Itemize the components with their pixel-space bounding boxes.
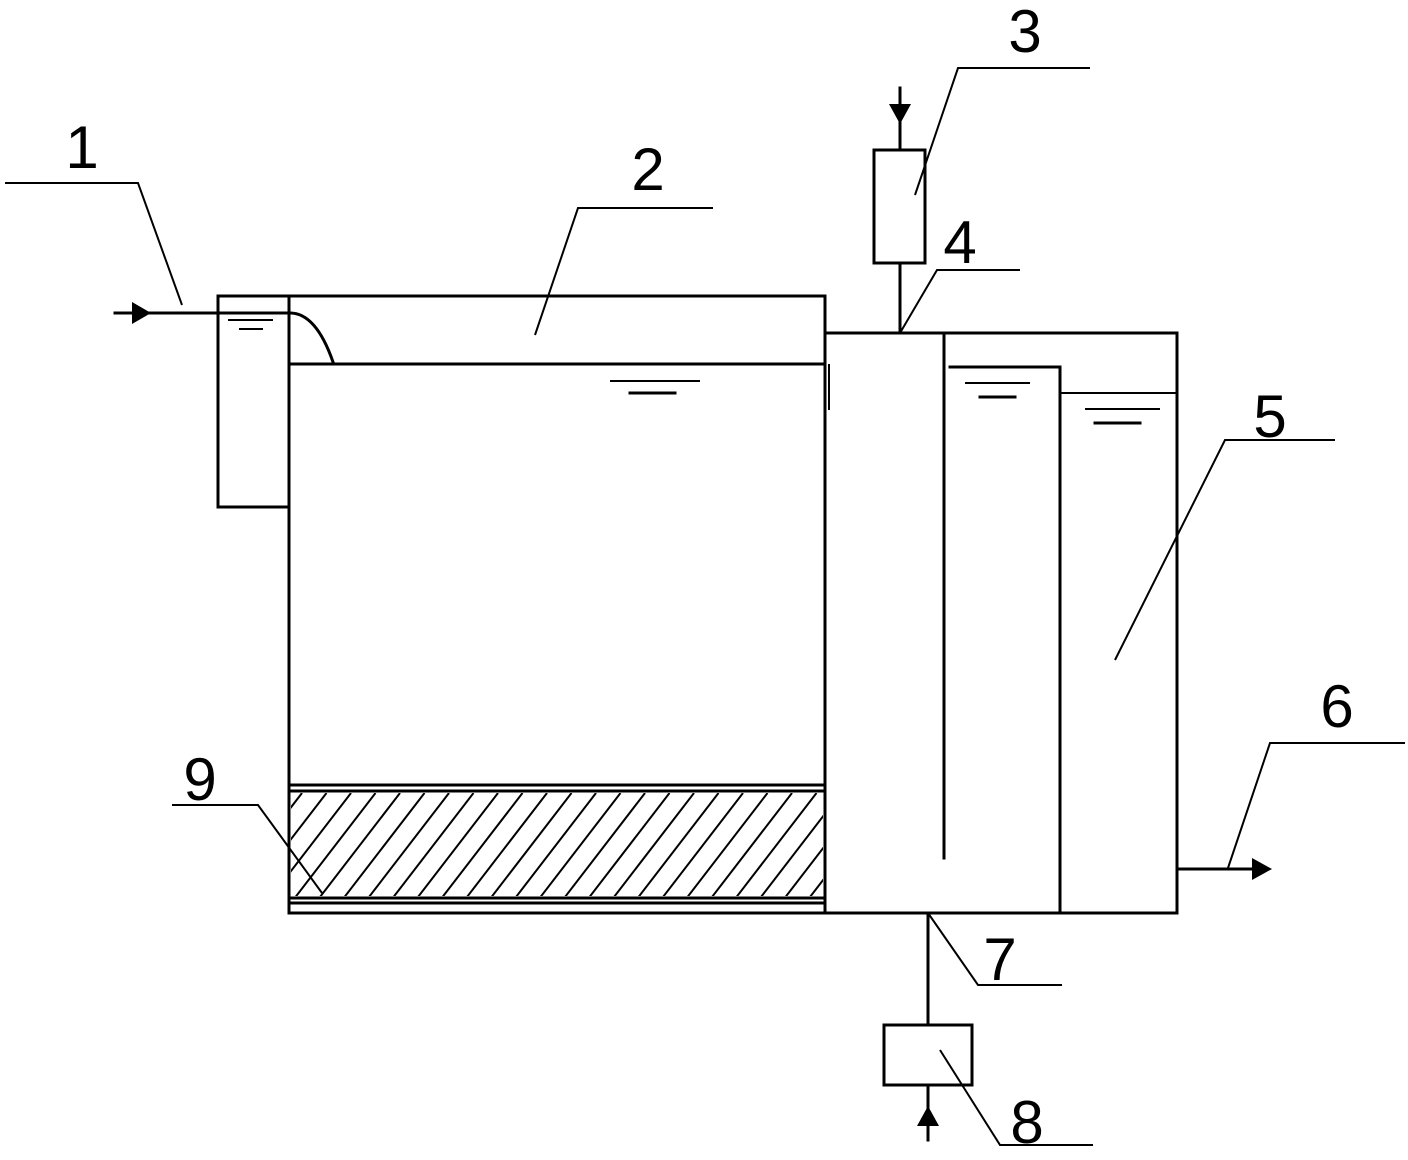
water-level-middle bbox=[948, 365, 1062, 399]
hatch-line bbox=[466, 793, 548, 896]
hatch-line bbox=[662, 793, 744, 896]
hatch-line bbox=[736, 793, 818, 896]
hatch-line bbox=[393, 793, 475, 896]
weir-overflow bbox=[288, 311, 335, 364]
inlet-trough bbox=[216, 294, 291, 509]
hatch-line bbox=[613, 793, 695, 896]
filter-hatching bbox=[291, 793, 823, 896]
hatch-line bbox=[785, 846, 823, 896]
hatch-line bbox=[344, 793, 426, 896]
dosing-box bbox=[872, 148, 927, 265]
callout-3: 3 bbox=[1008, 0, 1041, 65]
hatch-line bbox=[540, 793, 622, 896]
callout-7: 7 bbox=[983, 926, 1016, 993]
callout-labels: 1 2 3 4 5 6 7 8 9 bbox=[65, 0, 1353, 1156]
leader-lines bbox=[5, 67, 1405, 1146]
callout-8: 8 bbox=[1010, 1089, 1043, 1156]
dosing-inlet-arrow-icon bbox=[889, 104, 911, 124]
water-level-inlet bbox=[228, 319, 273, 330]
water-level-main bbox=[610, 380, 700, 395]
hatch-line bbox=[319, 793, 401, 896]
bottom-inlet-arrow-icon bbox=[917, 1106, 939, 1126]
outlet-arrow-icon bbox=[1252, 858, 1272, 880]
hatch-line bbox=[711, 793, 793, 896]
inlet-pipe bbox=[113, 302, 335, 364]
hatch-line bbox=[638, 793, 720, 896]
leader-3 bbox=[914, 67, 1090, 196]
leader-9 bbox=[172, 804, 323, 894]
inlet-arrow-icon bbox=[132, 302, 151, 324]
bottom-unit bbox=[882, 911, 974, 1142]
hatch-line bbox=[442, 793, 524, 896]
callout-9: 9 bbox=[183, 746, 216, 813]
callout-6: 6 bbox=[1320, 673, 1353, 740]
hatch-line bbox=[809, 878, 823, 896]
dosing-unit bbox=[872, 86, 927, 335]
hatch-line bbox=[291, 793, 328, 841]
hatch-line bbox=[291, 793, 352, 873]
hatch-line bbox=[491, 793, 573, 896]
main-tank bbox=[216, 294, 1179, 915]
leader-2 bbox=[534, 207, 713, 336]
hatch-line bbox=[687, 793, 769, 896]
hatch-line bbox=[515, 793, 597, 896]
bottom-box bbox=[882, 1023, 974, 1087]
hatch-line bbox=[589, 793, 671, 896]
hatch-line bbox=[564, 793, 646, 896]
leader-1 bbox=[5, 182, 183, 306]
settling-tank bbox=[823, 331, 1179, 915]
leader-5 bbox=[1114, 439, 1335, 661]
leader-6 bbox=[1227, 742, 1405, 869]
hatch-line bbox=[417, 793, 499, 896]
callout-1: 1 bbox=[65, 114, 98, 181]
water-level-right bbox=[1060, 392, 1177, 425]
filter-layer bbox=[287, 783, 827, 905]
callout-2: 2 bbox=[631, 136, 664, 203]
hatch-line bbox=[295, 793, 377, 896]
callout-4: 4 bbox=[943, 209, 976, 276]
hatch-line bbox=[760, 814, 823, 896]
leader-4 bbox=[899, 269, 1020, 334]
leader-8 bbox=[939, 1049, 1093, 1146]
hatch-line bbox=[368, 793, 450, 896]
leader-7 bbox=[927, 912, 1062, 986]
outlet-pipe bbox=[1175, 858, 1272, 880]
callout-5: 5 bbox=[1253, 383, 1286, 450]
